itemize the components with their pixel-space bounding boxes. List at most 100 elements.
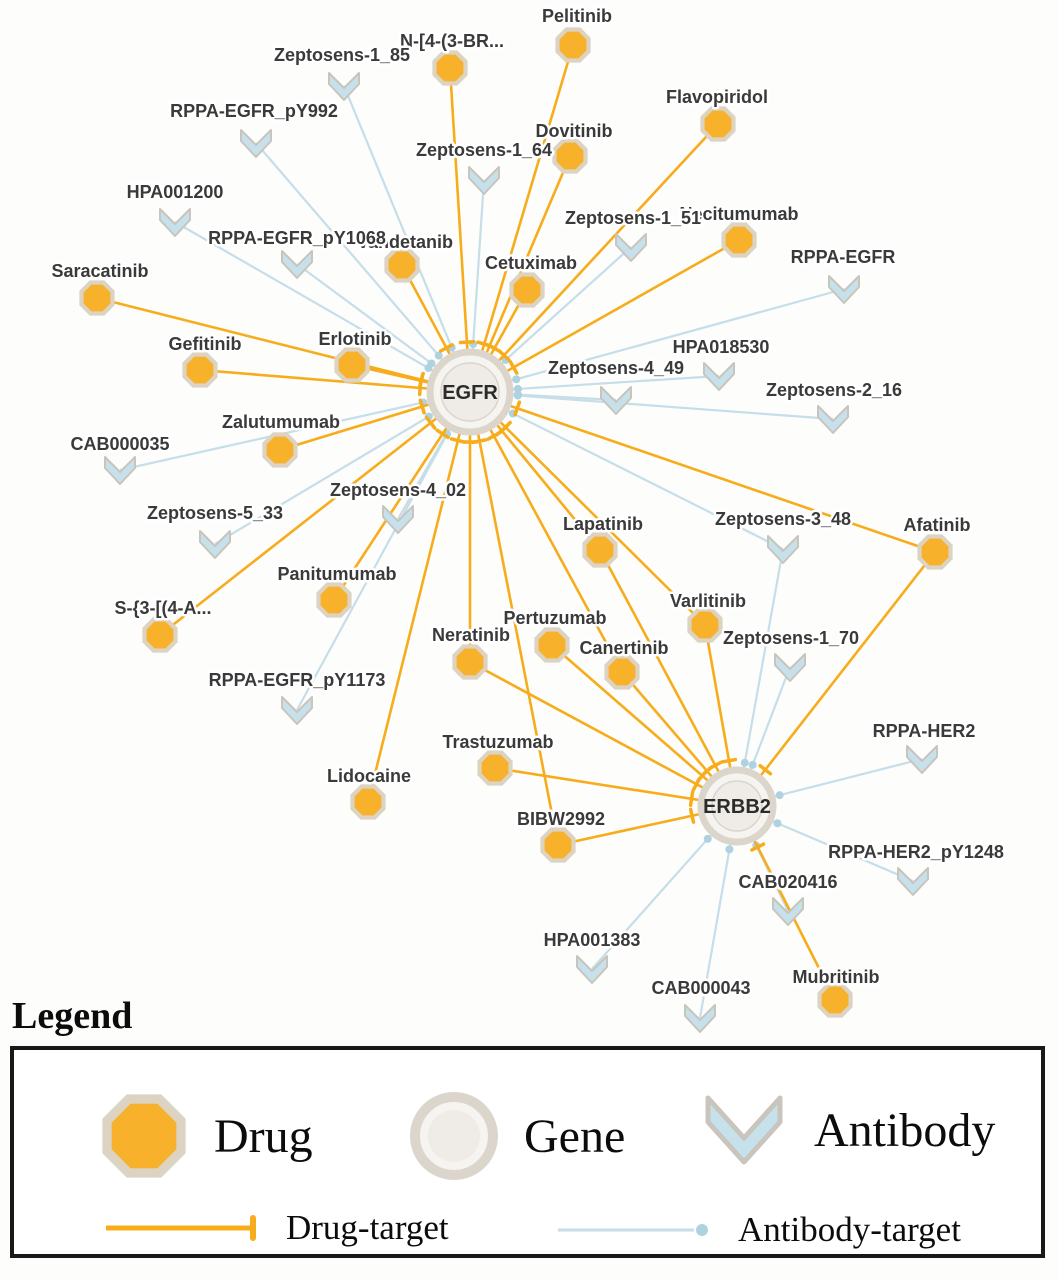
antibody-node-zeptosens-5-33[interactable] <box>199 530 231 559</box>
antibody-node-rppa-egfr-py1173[interactable] <box>281 696 313 725</box>
antibody-node-zeptosens-2-16[interactable] <box>817 405 849 434</box>
legend-antibody-label: Antibody <box>814 1103 996 1157</box>
drug-node-canertinib[interactable] <box>604 654 640 690</box>
antibody-label-hpa001383: HPA001383 <box>544 930 641 950</box>
antibody-label-cab000035: CAB000035 <box>70 434 169 454</box>
drug-label-saracatinib: Saracatinib <box>51 261 148 281</box>
drug-target-edge-pelitinib-egfr <box>468 44 575 393</box>
drug-node-dovitinib[interactable] <box>552 138 588 174</box>
drug-target-edge-lidocaine-egfr <box>366 391 472 803</box>
antibody-node-zeptosens-3-48[interactable] <box>767 535 799 564</box>
drug-label-flavopiridol: Flavopiridol <box>666 87 768 107</box>
drug-node-pertuzumab[interactable] <box>534 627 570 663</box>
antibody-node-zeptosens-4-02[interactable] <box>382 505 414 534</box>
drug-node-gefitinib[interactable] <box>182 352 218 388</box>
drug-target-edge-neratinib-erbb2 <box>469 660 738 808</box>
drug-node-varlitinib[interactable] <box>687 607 723 643</box>
drug-target-edge-canertinib-egfr <box>468 391 624 673</box>
antibody-node-hpa001200[interactable] <box>159 208 191 237</box>
antibody-node-rppa-egfr-py1068[interactable] <box>281 250 313 279</box>
gene-node-erbb2[interactable]: ERBB2 <box>697 766 777 846</box>
antibody-node-zeptosens-4-49[interactable] <box>600 386 632 415</box>
legend-item-gene: Gene <box>404 1086 625 1186</box>
drug-target-edge-afatinib-egfr <box>469 390 936 554</box>
legend-title: Legend <box>12 995 133 1037</box>
gene-node-egfr[interactable]: EGFR <box>426 348 514 436</box>
drug-label-zalutumumab: Zalutumumab <box>222 412 340 432</box>
drug-node-flavopiridol[interactable] <box>700 106 736 142</box>
antibody-label-zeptosens-1-64: Zeptosens-1_64 <box>416 140 552 160</box>
antibody-label-zeptosens-1-51: Zeptosens-1_51 <box>565 208 701 228</box>
drug-target-edge-afatinib-erbb2 <box>735 551 937 807</box>
antibody-node-rppa-egfr[interactable] <box>828 275 860 304</box>
legend-drug-label: Drug <box>214 1109 313 1163</box>
drug-node-vandetanib[interactable] <box>384 247 420 283</box>
drug-node-afatinib[interactable] <box>917 534 953 570</box>
drug-target-edge-bibw2992-egfr <box>468 391 560 846</box>
legend-item-drug: Drug <box>94 1086 313 1186</box>
antibody-node-zeptosens-1-51[interactable] <box>615 233 647 262</box>
drug-node-mubritinib[interactable] <box>817 982 853 1018</box>
antibody-label-zeptosens-5-33: Zeptosens-5_33 <box>147 503 283 523</box>
drug-label-lidocaine: Lidocaine <box>327 766 411 786</box>
drug-label-varlitinib: Varlitinib <box>670 591 746 611</box>
antibody-label-zeptosens-3-48: Zeptosens-3_48 <box>715 509 851 529</box>
antibody-label-hpa018530: HPA018530 <box>673 337 770 357</box>
drug-target-edge-varlitinib-egfr <box>469 391 706 626</box>
legend-gene-label: Gene <box>524 1109 626 1163</box>
antibody-label-cab020416: CAB020416 <box>738 872 837 892</box>
gene-label-erbb2: ERBB2 <box>703 796 771 818</box>
antibody-target-edge-egfr-rppa-egfr-py992 <box>255 142 471 393</box>
antibody-label-zeptosens-2-16: Zeptosens-2_16 <box>766 380 902 400</box>
drug-node-neratinib[interactable] <box>452 644 488 680</box>
legend-item-drug-target: Drug-target <box>102 1208 449 1248</box>
label-layer: PelitinibN-[4-(3-BR...FlavopiridolDoviti… <box>49 4 1006 1001</box>
antibody-label-zeptosens-1-70: Zeptosens-1_70 <box>723 628 859 648</box>
drug-label-necitumumab: Necitumumab <box>679 204 798 224</box>
gene-label-egfr: EGFR <box>442 382 498 404</box>
drug-label-dovitinib: Dovitinib <box>536 121 613 141</box>
drug-node-cetuximab[interactable] <box>509 272 545 308</box>
antibody-label-rppa-egfr: RPPA-EGFR <box>791 247 896 267</box>
antibody-label-zeptosens-1-85: Zeptosens-1_85 <box>274 45 410 65</box>
drug-node-n-4-3-br[interactable] <box>432 50 468 86</box>
antibody-target-edge-egfr-rppa-egfr-py1173 <box>296 391 471 711</box>
drug-node-s-3-4-a[interactable] <box>142 617 178 653</box>
antibody-node-cab000035[interactable] <box>104 456 136 485</box>
antibody-node-rppa-egfr-py992[interactable] <box>240 129 272 158</box>
antibody-label-zeptosens-4-02: Zeptosens-4_02 <box>330 480 466 500</box>
legend-drug-target-label: Drug-target <box>286 1208 449 1247</box>
drug-node-lidocaine[interactable] <box>350 784 386 820</box>
legend-box: Drug Gene Antibody Drug-target <box>10 1046 1045 1258</box>
antibody-node-cab000043[interactable] <box>684 1004 716 1033</box>
drug-node-necitumumab[interactable] <box>721 222 757 258</box>
drug-label-s-3-4-a: S-{3-[(4-A... <box>114 598 211 618</box>
drug-node-zalutumumab[interactable] <box>262 432 298 468</box>
drug-label-erlotinib: Erlotinib <box>319 329 392 349</box>
drug-node-bibw2992[interactable] <box>540 827 576 863</box>
antibody-node-zeptosens-1-70[interactable] <box>774 653 806 682</box>
legend-item-antibody-target: Antibody-target <box>554 1210 961 1250</box>
drug-label-panitumumab: Panitumumab <box>277 564 396 584</box>
antibody-node-zeptosens-1-64[interactable] <box>468 166 500 195</box>
antibody-label-zeptosens-4-49: Zeptosens-4_49 <box>548 358 684 378</box>
antibody-node-hpa001383[interactable] <box>576 955 608 984</box>
antibody-node-rppa-her2-py1248[interactable] <box>897 867 929 896</box>
drug-node-saracatinib[interactable] <box>79 280 115 316</box>
antibody-node-hpa018530[interactable] <box>703 362 735 391</box>
drug-label-n-4-3-br: N-[4-(3-BR... <box>400 31 504 51</box>
drug-node-panitumumab[interactable] <box>316 582 352 618</box>
drug-label-gefitinib: Gefitinib <box>169 334 242 354</box>
drug-node-trastuzumab[interactable] <box>477 750 513 786</box>
drug-label-afatinib: Afatinib <box>904 515 971 535</box>
antibody-node-rppa-her2[interactable] <box>906 745 938 774</box>
antibody-node-cab020416[interactable] <box>772 897 804 926</box>
drug-node-pelitinib[interactable] <box>555 27 591 63</box>
antibody-node-zeptosens-1-85[interactable] <box>328 72 360 101</box>
drug-node-erlotinib[interactable] <box>334 347 370 383</box>
antibody-label-rppa-her2: RPPA-HER2 <box>873 721 976 741</box>
drug-label-vandetanib: Vandetanib <box>357 232 453 252</box>
drug-node-lapatinib[interactable] <box>582 532 618 568</box>
antibody-label-hpa001200: HPA001200 <box>127 182 224 202</box>
